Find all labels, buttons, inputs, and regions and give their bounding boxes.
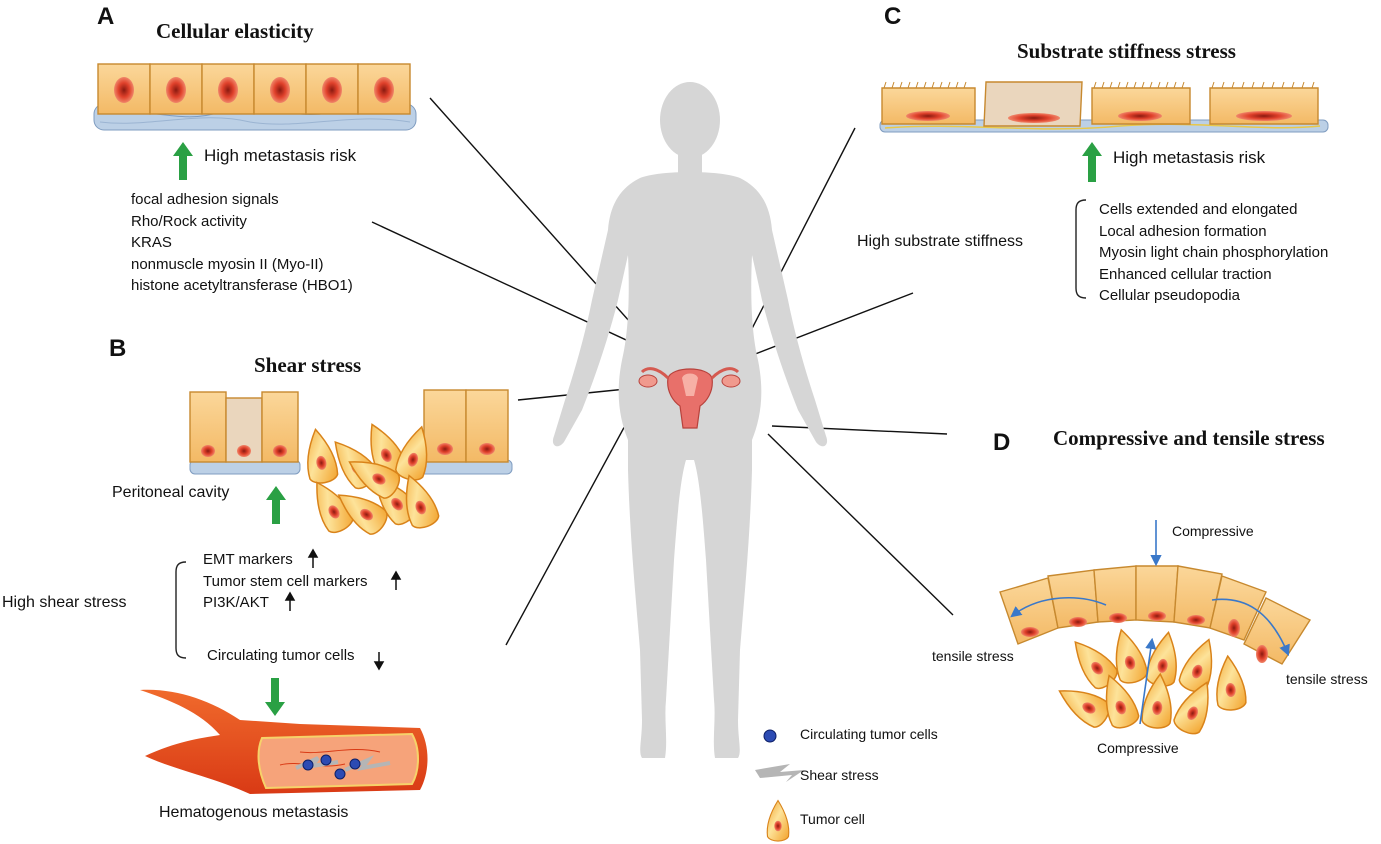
panel-b-ctc-label: Circulating tumor cells: [207, 647, 355, 664]
legend-ctc-label: Circulating tumor cells: [800, 726, 938, 742]
panel-d-letter: D: [993, 429, 1011, 456]
panel-a-title: Cellular elasticity: [156, 19, 314, 43]
panel-c-effect: Myosin light chain phosphorylation: [1099, 244, 1329, 261]
panel-d-arch: [999, 565, 1312, 739]
panel-c-effect: Enhanced cellular traction: [1099, 265, 1272, 283]
panel-b-marker: Tumor stem cell markers: [203, 573, 368, 590]
panel-b-down-arrow: [265, 678, 285, 716]
panel-c-effect: Cellular pseudopodia: [1099, 287, 1240, 304]
blood-vessel: [140, 689, 428, 794]
panel-d-tensile-right: tensile stress: [1286, 671, 1368, 687]
panel-a-up-arrow: [173, 142, 193, 180]
panel-a-letter: A: [97, 3, 115, 30]
panel-b-marker-arrows: [284, 548, 402, 671]
panel-d-compressive-bottom: Compressive: [1097, 740, 1179, 756]
legend-shear-label: Shear stress: [800, 767, 879, 783]
panel-b-bracket: [175, 561, 187, 659]
uterus-illustration: [638, 367, 741, 429]
legend-tumor-label: Tumor cell: [800, 811, 865, 827]
panel-c-risk-label: High metastasis risk: [1113, 148, 1266, 167]
legend-tumor-icon: [766, 799, 790, 842]
legend-shear-icon: [755, 764, 804, 782]
panel-c-effect: Cells extended and elongated: [1099, 201, 1298, 218]
panel-b-condition-label: High shear stress: [2, 594, 127, 611]
panel-c-condition-label: High substrate stiffness: [857, 233, 1024, 250]
panel-b-outcome-label: Hematogenous metastasis: [159, 804, 349, 821]
panel-c-up-arrow: [1082, 142, 1102, 182]
panel-a-factor-list: focal adhesion signals Rho/Rock activity…: [131, 189, 353, 297]
panel-c-effect-list: Cells extended and elongated Local adhes…: [1099, 199, 1328, 307]
panel-b-letter: B: [109, 335, 127, 362]
panel-c-effect: Local adhesion formation: [1099, 222, 1267, 240]
legend-icons: [755, 729, 804, 842]
panel-a-factor: histone acetyltransferase (HBO1): [131, 277, 353, 294]
panel-b-cell-layer: [189, 389, 513, 475]
panel-b-tumor-cluster: [300, 417, 442, 539]
panel-a-risk-label: High metastasis risk: [204, 146, 357, 165]
panel-b-cavity-label: Peritoneal cavity: [112, 484, 230, 501]
legend-ctc-icon: [763, 729, 777, 743]
body-silhouette: [552, 82, 828, 758]
panel-b-marker: PI3K/AKT: [203, 594, 269, 611]
panel-c-letter: C: [884, 3, 902, 30]
panel-a-factor: Rho/Rock activity: [131, 212, 247, 230]
panel-d-stress-arrows: [1010, 520, 1290, 725]
panel-d-compressive-top: Compressive: [1172, 523, 1254, 539]
connector-lines: [371, 97, 954, 646]
panel-c-cell-layer: [879, 81, 1329, 133]
panel-c-bracket: [1075, 199, 1087, 299]
panel-d-tensile-left: tensile stress: [932, 648, 1014, 664]
panel-d-title: Compressive and tensile stress: [1053, 426, 1325, 450]
panel-b-marker: EMT markers: [203, 551, 293, 568]
panel-a-factor: nonmuscle myosin II (Myo-II): [131, 255, 324, 273]
panel-a-factor: KRAS: [131, 234, 172, 251]
panel-a-cell-layer: [93, 63, 417, 131]
panel-a-factor: focal adhesion signals: [131, 191, 279, 208]
panel-b-title: Shear stress: [254, 353, 362, 377]
panel-c-title: Substrate stiffness stress: [1017, 39, 1236, 63]
panel-b-up-arrow: [266, 486, 286, 524]
